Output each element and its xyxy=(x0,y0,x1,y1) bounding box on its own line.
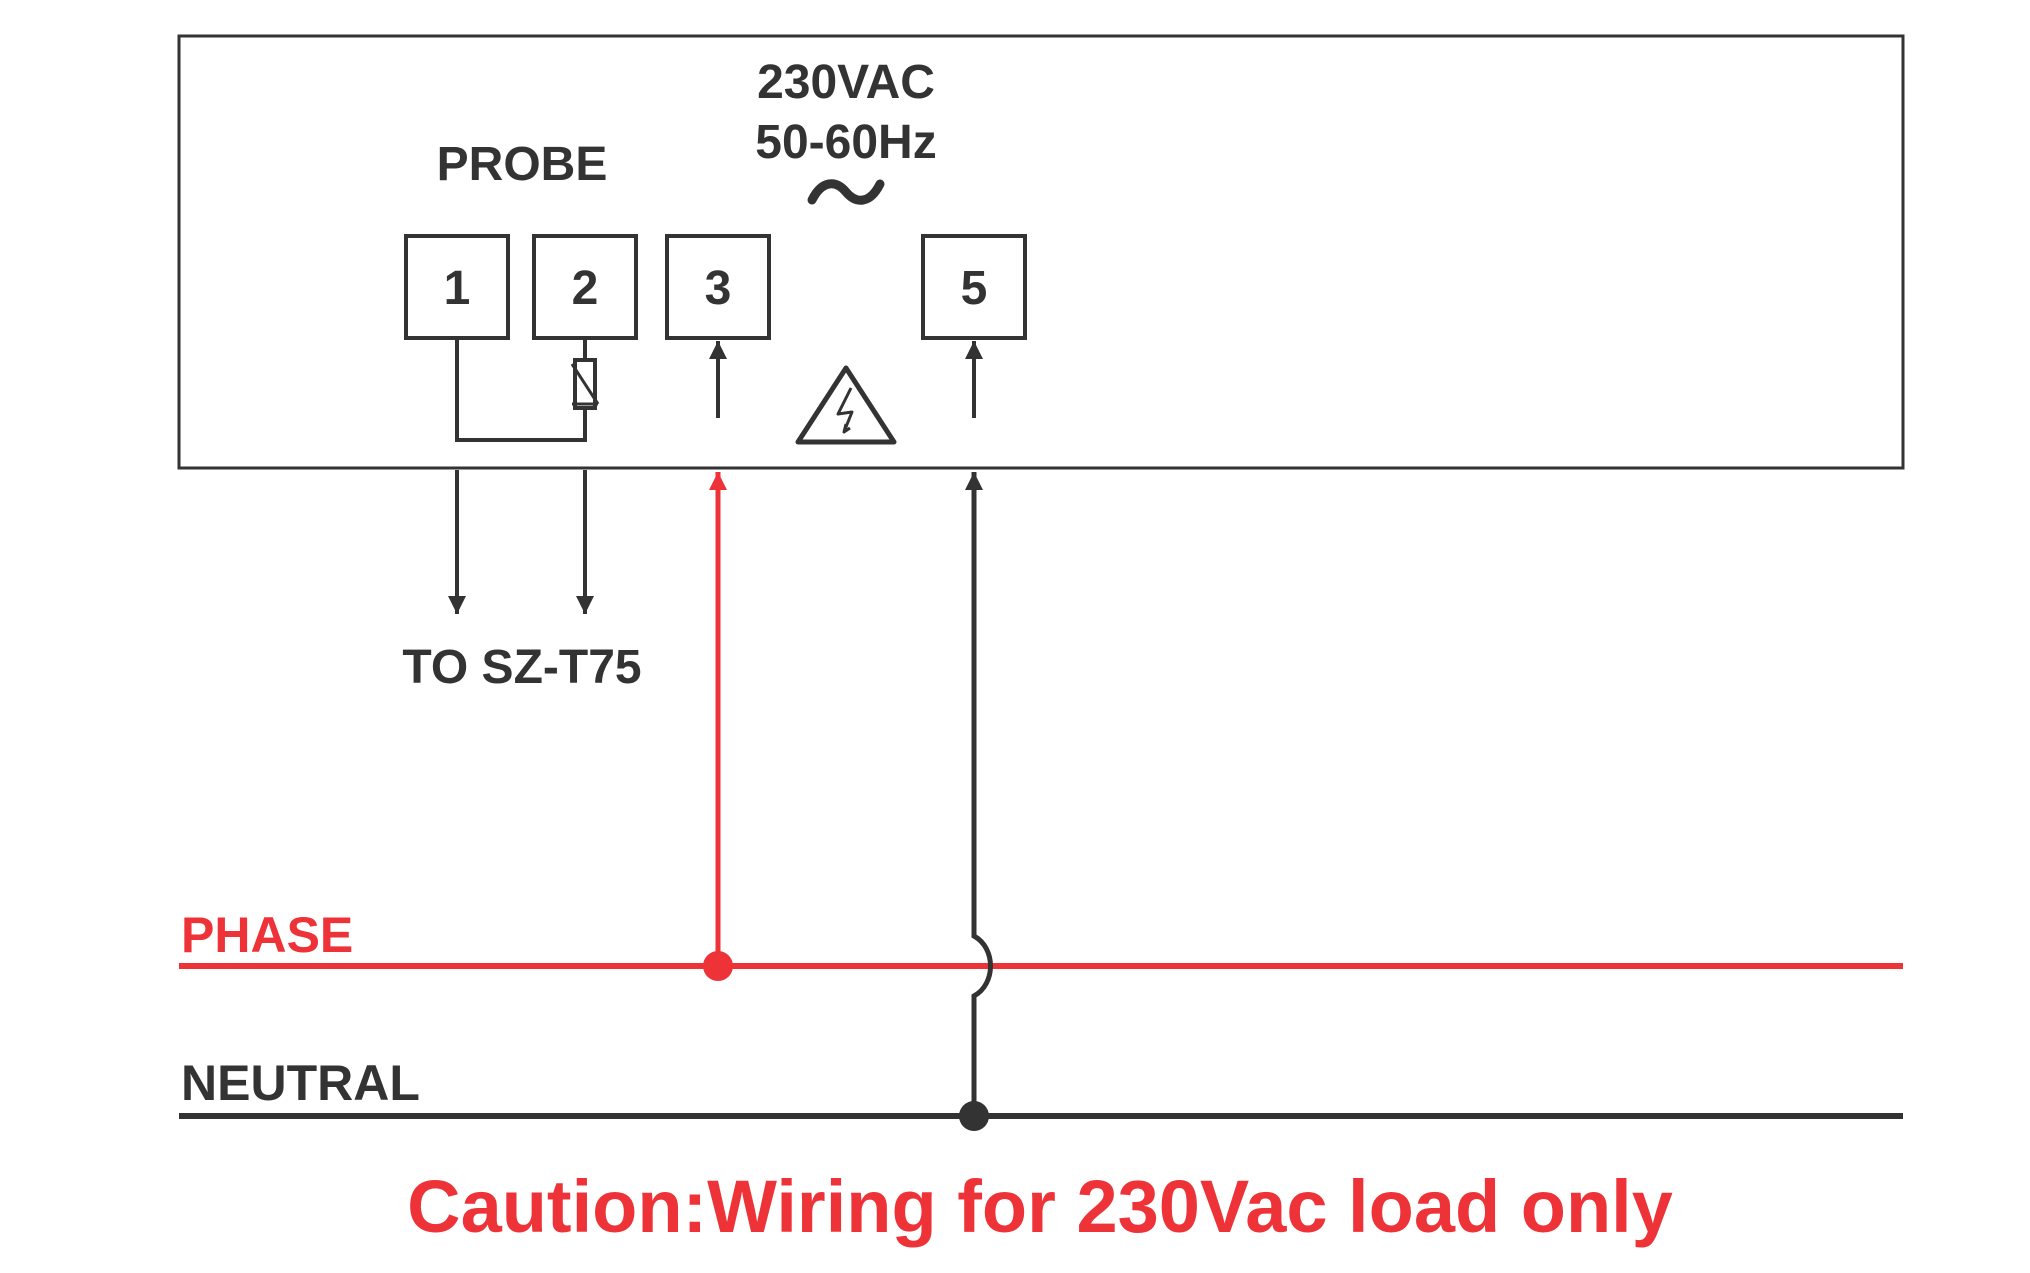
phase-junction-dot xyxy=(703,951,733,981)
ntc-thermistor-icon xyxy=(570,358,600,410)
terminal-number: 2 xyxy=(572,262,599,315)
high-voltage-warning-icon xyxy=(795,365,897,445)
probe-label: PROBE xyxy=(437,138,608,191)
supply-frequency-label: 50-60Hz xyxy=(755,116,936,169)
controller-housing xyxy=(177,34,1905,470)
terminal-number: 3 xyxy=(705,262,732,315)
supply-voltage-label: 230VAC xyxy=(757,56,935,109)
terminal-3: 3 xyxy=(665,234,771,340)
probe-internal-loop xyxy=(455,338,587,442)
terminal-number: 5 xyxy=(961,262,988,315)
terminal-5: 5 xyxy=(921,234,1027,340)
phase-label: PHASE xyxy=(181,907,353,963)
neutral-label: NEUTRAL xyxy=(181,1055,420,1111)
probe-destination-label: TO SZ-T75 xyxy=(402,641,641,694)
ac-symbol-icon xyxy=(807,179,885,205)
terminal-5-neutral-wire xyxy=(965,472,993,1116)
caution-text: Caution:Wiring for 230Vac load only xyxy=(407,1165,1673,1248)
terminal-1: 1 xyxy=(404,234,510,340)
terminal-number: 1 xyxy=(444,262,471,315)
neutral-junction-dot xyxy=(959,1101,989,1131)
terminal-2: 2 xyxy=(532,234,638,340)
